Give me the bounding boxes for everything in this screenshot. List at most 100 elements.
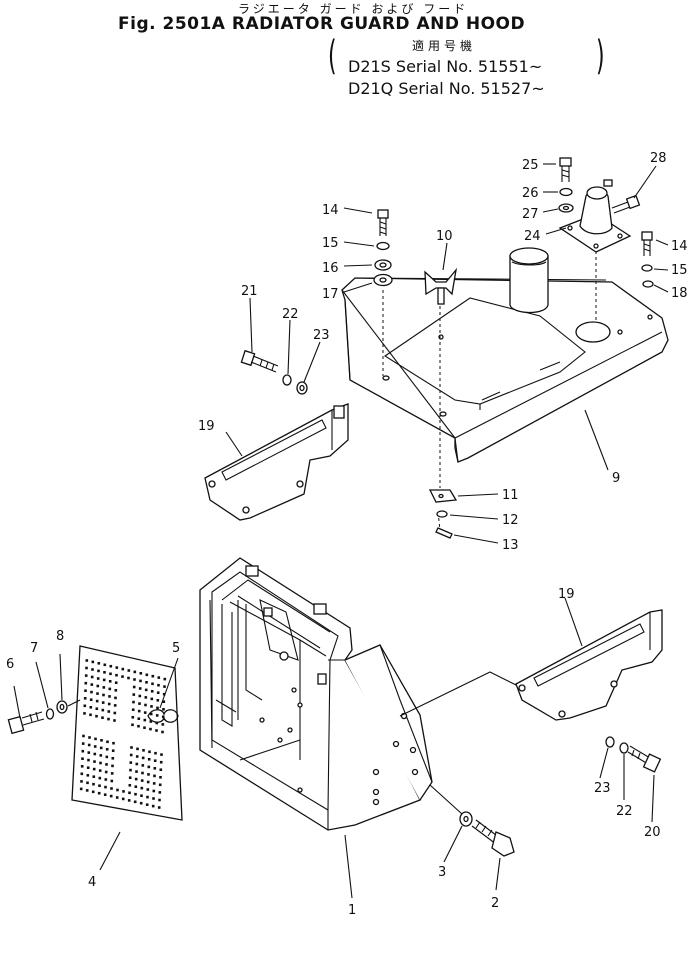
grille-hole — [82, 734, 85, 738]
grille-hole — [141, 764, 145, 767]
callout-26: 26 — [522, 186, 539, 201]
callout-6: 6 — [6, 657, 14, 672]
grille-hole — [101, 708, 105, 712]
bolt-14-right — [641, 231, 653, 256]
grille-hole — [155, 729, 158, 732]
grille-hole — [109, 664, 113, 668]
grille-hole — [137, 717, 141, 720]
grille-hole — [99, 761, 102, 765]
callout-16: 16 — [322, 261, 339, 276]
callout-numbers: 14 15 16 17 10 21 22 23 19 25 26 27 24 2… — [6, 151, 688, 918]
grille-hole — [128, 776, 132, 779]
grille-hole — [90, 675, 94, 679]
grille-hole — [89, 698, 93, 701]
assembly-guidelines — [382, 245, 597, 531]
grille-hole — [152, 782, 156, 785]
grille-hole — [92, 775, 96, 778]
grille-hole — [110, 772, 114, 775]
grille-hole — [85, 666, 88, 670]
grille-hole — [163, 685, 166, 688]
grille-hole — [156, 706, 159, 710]
grille-hole — [114, 696, 117, 700]
serial-range-d21q: D21Q Serial No. 51527~ — [348, 79, 545, 98]
callout-13: 13 — [502, 538, 519, 553]
washer-3 — [459, 811, 473, 827]
latch-11 — [428, 489, 458, 503]
grille-hole — [84, 689, 87, 692]
callout-9: 9 — [612, 471, 620, 486]
grille-hole — [81, 757, 84, 760]
grille-hole — [80, 780, 83, 783]
callout-1: 1 — [348, 903, 356, 918]
grille-hole — [137, 709, 141, 713]
bolt-21 — [240, 349, 279, 373]
grille-hole — [147, 758, 151, 761]
grille-hole — [97, 791, 101, 795]
grille-hole — [107, 702, 111, 706]
grille-hole — [158, 798, 161, 802]
grille-hole — [107, 710, 111, 713]
grille-hole — [113, 719, 116, 722]
right-parenthesis: ) — [596, 33, 605, 79]
grille-hole — [108, 695, 111, 698]
guideline-bolt-2 — [429, 784, 463, 815]
bolt-2 — [471, 819, 515, 857]
grille-hole — [127, 799, 131, 802]
grille-hole — [106, 740, 109, 744]
grille-hole — [133, 678, 136, 681]
grille-hole — [140, 794, 143, 797]
grille-hole — [90, 683, 94, 686]
grille-hole — [142, 749, 145, 752]
grille-hole — [115, 673, 118, 677]
grille-hole — [95, 699, 99, 703]
grille-hole — [159, 760, 163, 764]
grille-hole — [103, 671, 106, 674]
callout-12: 12 — [502, 513, 519, 528]
grille-perforation — [79, 659, 167, 809]
radiator-guard-frame — [199, 557, 433, 831]
grille-hole — [132, 700, 135, 704]
grille-hole — [150, 690, 154, 693]
japanese-title: ラジエータ ガード および フード — [238, 2, 469, 16]
callout-23-lower: 23 — [594, 781, 611, 796]
grille-hole — [140, 779, 144, 782]
grille-hole — [97, 669, 100, 673]
grille-hole — [96, 677, 100, 680]
grille-hole — [134, 785, 138, 788]
grille-hole — [121, 667, 125, 671]
washer-23-upper — [296, 381, 308, 395]
grille-hole — [112, 741, 115, 745]
grille-hole — [98, 776, 102, 780]
grille-hole — [89, 713, 92, 717]
grille-hole — [102, 686, 106, 689]
grille-hole — [92, 767, 96, 771]
grille-hole — [132, 693, 136, 696]
grille-hole — [86, 774, 90, 777]
grille-hole — [162, 708, 165, 711]
callout-11: 11 — [502, 488, 519, 503]
grille-hole — [85, 659, 89, 662]
grille-hole — [129, 761, 133, 764]
bolt-25 — [559, 157, 572, 182]
grille-hole — [98, 784, 101, 787]
grille-hole — [150, 705, 153, 708]
grille-hole — [104, 785, 107, 789]
grille-hole — [114, 681, 118, 684]
grille-hole — [138, 687, 142, 690]
stack-cap-24 — [558, 179, 632, 253]
grille-hole — [133, 670, 137, 674]
callout-18: 18 — [671, 286, 688, 301]
grille-hole — [144, 703, 147, 707]
grille-hole — [132, 685, 136, 689]
grille-hole — [134, 777, 138, 781]
grille-hole — [138, 702, 141, 705]
grille-hole — [92, 782, 95, 786]
grille-hole — [104, 770, 108, 774]
grille-hole — [159, 768, 163, 771]
grille-hole — [138, 694, 142, 698]
grille-hole — [160, 753, 163, 756]
bolt-14-left — [377, 209, 389, 236]
wing-bolt-10 — [424, 267, 458, 305]
callout-3: 3 — [438, 865, 446, 880]
grille-hole — [110, 787, 113, 790]
